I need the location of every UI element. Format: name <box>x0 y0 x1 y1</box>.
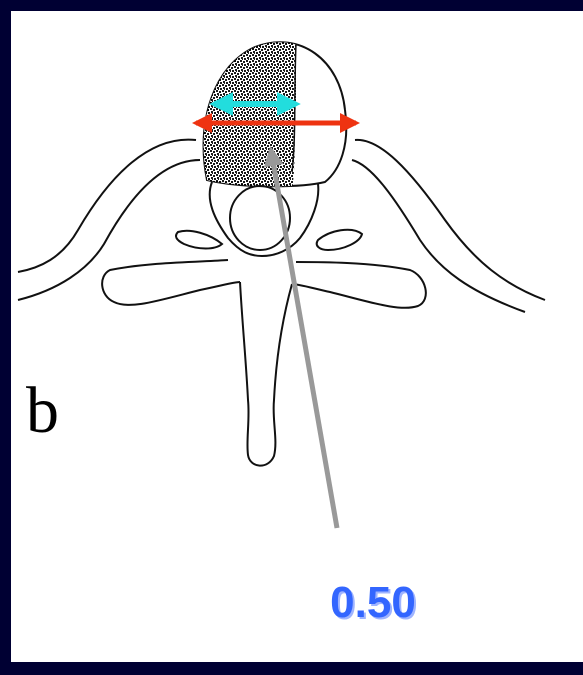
left-rib-lower <box>18 160 200 300</box>
right-costal-facet <box>317 230 362 250</box>
cancellous-bone-region <box>200 40 296 190</box>
neural-arch <box>210 182 319 256</box>
spinous-process <box>240 282 292 466</box>
left-transverse-process <box>102 260 240 305</box>
left-rib-upper <box>18 140 196 272</box>
ratio-value-label: 0.50 <box>318 581 428 625</box>
left-costal-facet <box>176 231 222 249</box>
right-transverse-process <box>292 262 426 308</box>
right-rib-upper <box>355 140 545 300</box>
panel-label: b <box>26 378 59 444</box>
right-rib-lower <box>352 160 525 312</box>
